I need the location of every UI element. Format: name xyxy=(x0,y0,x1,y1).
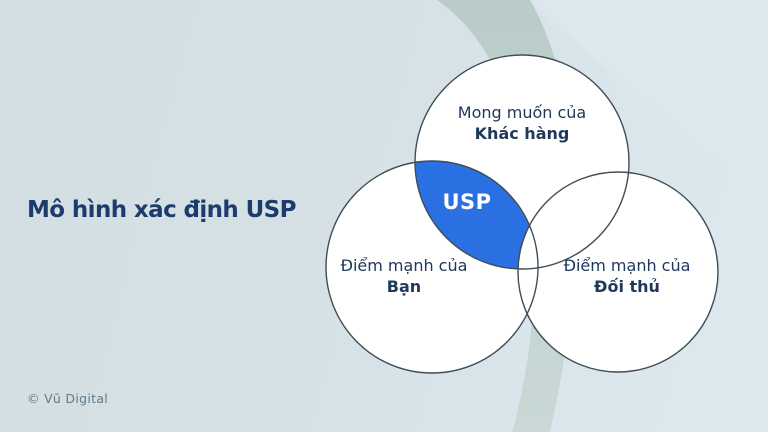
venn-label-you-line2: Bạn xyxy=(386,277,422,296)
venn-label-customer: Mong muốn của Khác hàng xyxy=(421,102,623,144)
venn-circle-competitor-outline xyxy=(517,171,719,373)
venn-label-you-line1: Điểm mạnh của xyxy=(340,256,468,275)
usp-label: USP xyxy=(442,190,492,214)
slide-title: Mô hình xác định USP xyxy=(27,197,297,223)
venn-circle-competitor-mask xyxy=(518,172,718,372)
venn-label-customer-line2: Khác hàng xyxy=(474,124,570,143)
copyright-footer: © Vũ Digital xyxy=(27,391,109,406)
venn-label-competitor-line1: Điểm mạnh của xyxy=(563,256,691,275)
venn-label-competitor: Điểm mạnh của Đối thủ xyxy=(526,255,728,297)
venn-label-competitor-line2: Đối thủ xyxy=(594,277,660,296)
venn-circle-you-outline xyxy=(325,160,539,374)
venn-label-customer-line1: Mong muốn của xyxy=(457,103,587,122)
background-corner-highlight xyxy=(530,0,768,190)
venn-label-you: Điểm mạnh của Bạn xyxy=(303,255,505,297)
